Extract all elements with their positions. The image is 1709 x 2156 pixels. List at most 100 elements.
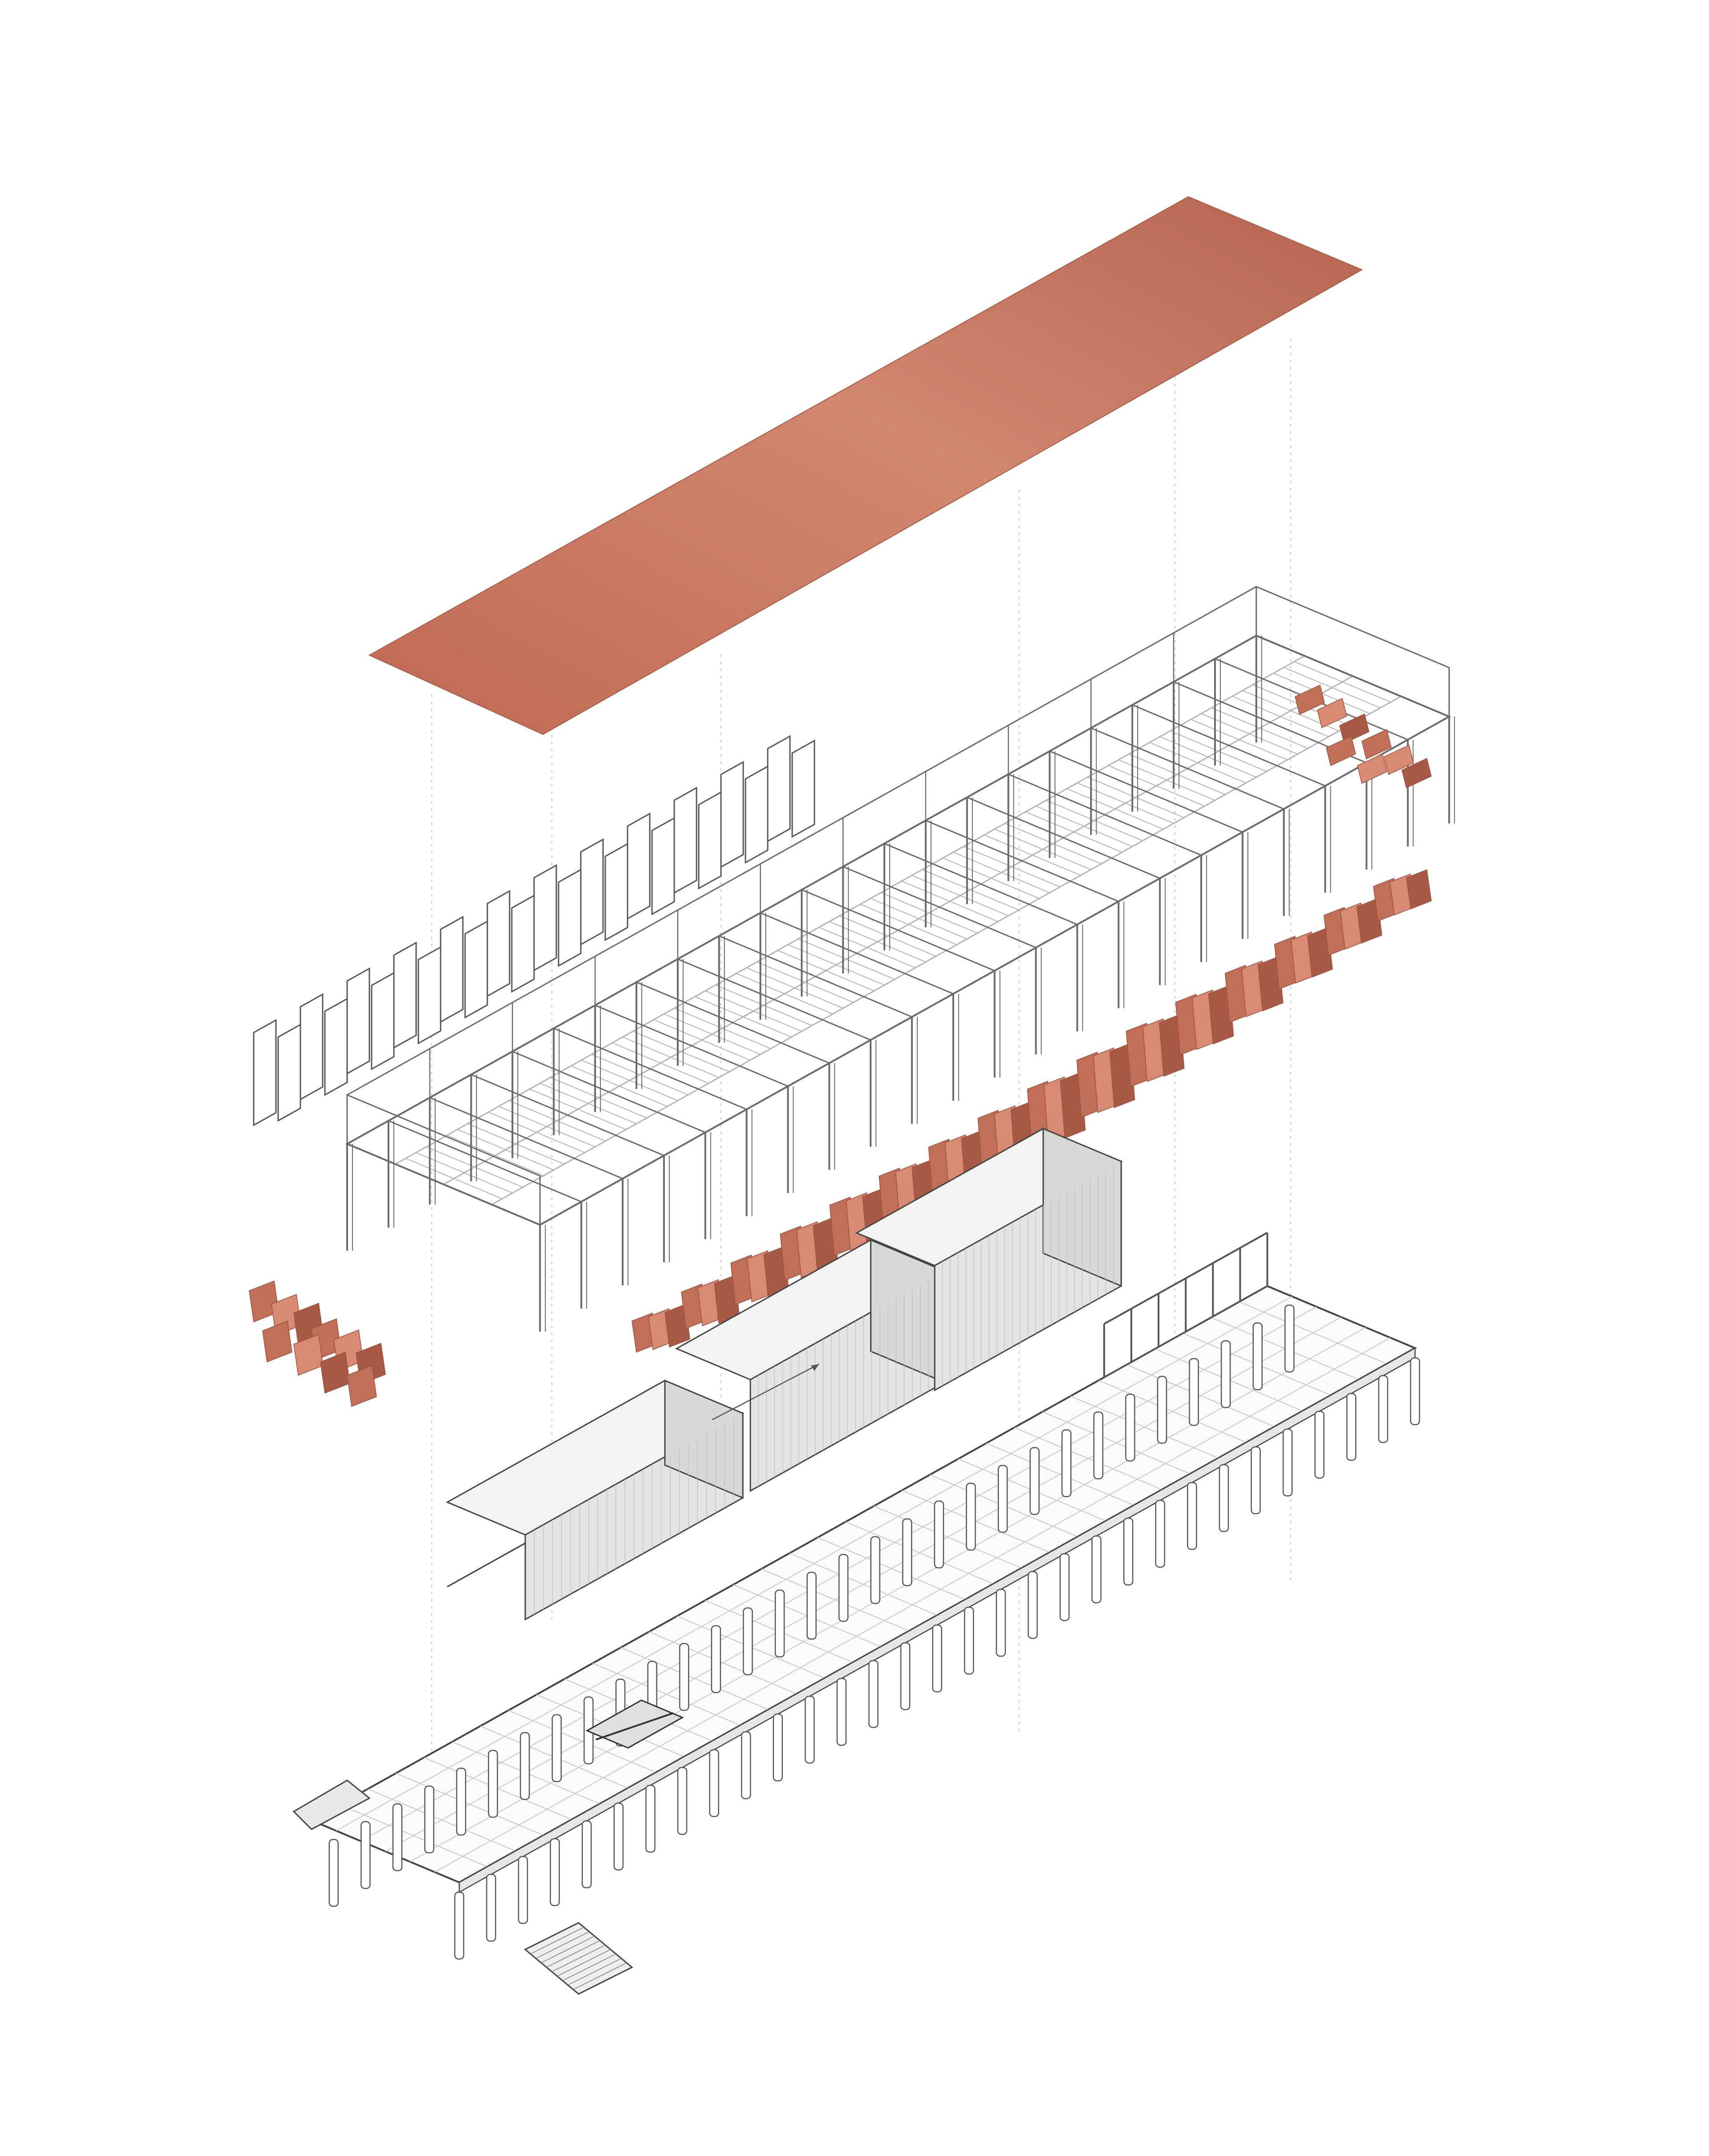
deck-pile bbox=[1155, 1499, 1166, 1568]
deck-pile bbox=[1123, 1517, 1134, 1586]
frame-joist bbox=[1211, 707, 1308, 749]
frame-cross-beam bbox=[842, 866, 1037, 948]
frame-joist bbox=[591, 1054, 688, 1095]
frame-joist bbox=[1118, 759, 1215, 801]
frame-joist bbox=[953, 851, 1050, 893]
louvre-panel bbox=[1406, 869, 1432, 910]
frame-joist bbox=[1108, 765, 1205, 806]
frame-joist bbox=[1087, 777, 1184, 818]
frame-cross-beam bbox=[1256, 635, 1450, 717]
frame-joist bbox=[571, 1065, 668, 1107]
frame-cross-beam bbox=[884, 843, 1078, 925]
frame-joist bbox=[777, 950, 875, 992]
deck-pile bbox=[551, 1714, 562, 1783]
frame-cross-beam bbox=[347, 1143, 540, 1226]
frame-joist bbox=[1149, 742, 1247, 784]
facade-panel bbox=[371, 972, 395, 1070]
louvre-panel bbox=[1357, 898, 1382, 944]
deck-pile bbox=[550, 1838, 560, 1906]
frame-cross-beam bbox=[760, 912, 954, 995]
frame-joist bbox=[550, 1077, 647, 1119]
deck-pile bbox=[743, 1607, 753, 1675]
facade-panel bbox=[627, 812, 651, 920]
stair-flight bbox=[595, 1712, 674, 1741]
frame-joist bbox=[1191, 719, 1288, 761]
frame-joist bbox=[674, 1008, 771, 1049]
frame-joist bbox=[870, 898, 968, 940]
facade-panel bbox=[604, 843, 628, 941]
louvre-panel-right bbox=[1295, 684, 1325, 715]
stair-tread bbox=[546, 1940, 600, 1968]
stair-opening bbox=[585, 1699, 684, 1749]
facade-panel bbox=[651, 817, 675, 916]
frame-cross-beam bbox=[636, 981, 830, 1064]
louvre-panel-left bbox=[262, 1320, 292, 1363]
timber-frame-structure bbox=[345, 585, 1455, 1332]
frame-joist bbox=[405, 1158, 502, 1200]
frame-cross-beam bbox=[925, 819, 1119, 902]
frame-joist bbox=[488, 1111, 585, 1153]
frame-joist bbox=[943, 857, 1040, 899]
deck-pile bbox=[805, 1695, 815, 1764]
deck-pile bbox=[836, 1678, 847, 1746]
frame-joist bbox=[994, 828, 1091, 870]
deck-pile bbox=[902, 1518, 912, 1586]
deck-pile bbox=[424, 1785, 434, 1854]
stair-tread bbox=[557, 1949, 611, 1977]
frame-joist bbox=[622, 1037, 720, 1078]
frame-cross-beam bbox=[1132, 704, 1326, 787]
louvre-panel-right bbox=[1339, 713, 1369, 744]
deck-pile bbox=[1346, 1393, 1357, 1461]
direction-arrow bbox=[712, 1363, 819, 1421]
facade-panel bbox=[580, 838, 604, 946]
deck-end-frame-beam bbox=[1103, 1232, 1268, 1325]
frame-joist bbox=[798, 938, 895, 980]
frame-joist bbox=[416, 1152, 513, 1194]
frame-joist bbox=[746, 967, 843, 1009]
facade-panel bbox=[791, 739, 815, 838]
frame-joist bbox=[1284, 667, 1381, 709]
deck-pile bbox=[582, 1820, 592, 1889]
deck-pile bbox=[392, 1803, 403, 1872]
deck-pile bbox=[677, 1767, 688, 1835]
frame-joist bbox=[632, 1031, 730, 1072]
facade-panel bbox=[767, 735, 791, 843]
frame-joist bbox=[880, 892, 978, 934]
deck-pile bbox=[900, 1642, 911, 1710]
stair-tread bbox=[573, 1962, 627, 1990]
frame-joist bbox=[498, 1106, 595, 1147]
deck-end-frame-sill bbox=[1104, 1285, 1268, 1378]
facade-panel bbox=[253, 1019, 277, 1127]
frame-joist bbox=[829, 921, 926, 963]
frame-joist bbox=[1129, 754, 1226, 795]
frame-joist bbox=[1201, 713, 1298, 755]
facade-panel bbox=[440, 916, 464, 1023]
frame-cross-beam bbox=[677, 958, 871, 1041]
deck-grid-line bbox=[385, 1317, 1342, 1852]
frame-joist bbox=[984, 834, 1081, 876]
deck-pile bbox=[613, 1802, 624, 1871]
deck-pile bbox=[1187, 1482, 1197, 1550]
stair-tread bbox=[530, 1927, 584, 1954]
frame-joist bbox=[447, 1135, 544, 1176]
deck-pile bbox=[456, 1767, 466, 1836]
frame-cross-beam bbox=[388, 1120, 582, 1203]
frame-joist bbox=[1294, 661, 1391, 703]
deck-pile bbox=[645, 1784, 656, 1853]
frame-joist bbox=[736, 973, 833, 1015]
facade-panel bbox=[720, 761, 744, 868]
frame-cross-beam bbox=[512, 1050, 706, 1133]
frame-joist bbox=[839, 915, 936, 957]
louvre-panel-right bbox=[1361, 729, 1392, 760]
facade-panel bbox=[533, 864, 557, 972]
deck-pile bbox=[1061, 1429, 1072, 1497]
louvre-panel-right bbox=[1357, 753, 1387, 784]
frame-joist bbox=[457, 1129, 554, 1171]
deck-pile bbox=[1282, 1428, 1293, 1497]
deck-pile bbox=[518, 1856, 528, 1924]
frame-joist bbox=[1077, 782, 1174, 824]
frame-joist bbox=[467, 1123, 564, 1165]
frame-joist bbox=[963, 846, 1061, 888]
stair-tread bbox=[562, 1953, 616, 1981]
